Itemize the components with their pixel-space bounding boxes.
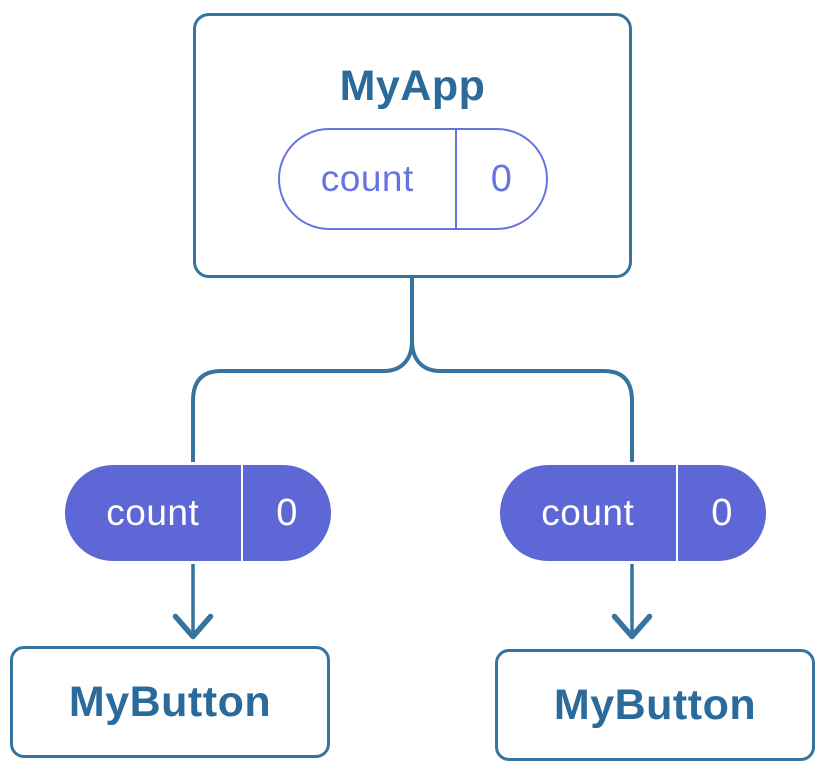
prop-pill-left-value: 0 <box>240 465 331 561</box>
node-mybutton-right: MyButton <box>495 649 815 761</box>
node-mybutton-left: MyButton <box>10 646 330 758</box>
arrow-head-left <box>172 613 214 640</box>
arrow-head-right <box>611 613 653 640</box>
prop-pill-left: count 0 <box>62 462 334 564</box>
tree-branch-left <box>191 277 414 464</box>
node-myapp: MyApp count 0 <box>193 13 632 278</box>
state-pill-myapp-name: count <box>320 158 414 199</box>
prop-pill-right-name: count <box>541 492 635 533</box>
node-mybutton-right-title: MyButton <box>553 681 757 729</box>
node-myapp-title: MyApp <box>339 62 486 110</box>
node-mybutton-left-title: MyButton <box>68 678 272 726</box>
prop-pill-right-value: 0 <box>675 465 766 561</box>
prop-pill-right: count 0 <box>497 462 769 564</box>
state-pill-myapp-value: 0 <box>455 130 545 228</box>
state-pill-myapp: count 0 <box>277 128 548 230</box>
prop-pill-left-name: count <box>106 492 200 533</box>
tree-branch-right <box>410 340 634 464</box>
